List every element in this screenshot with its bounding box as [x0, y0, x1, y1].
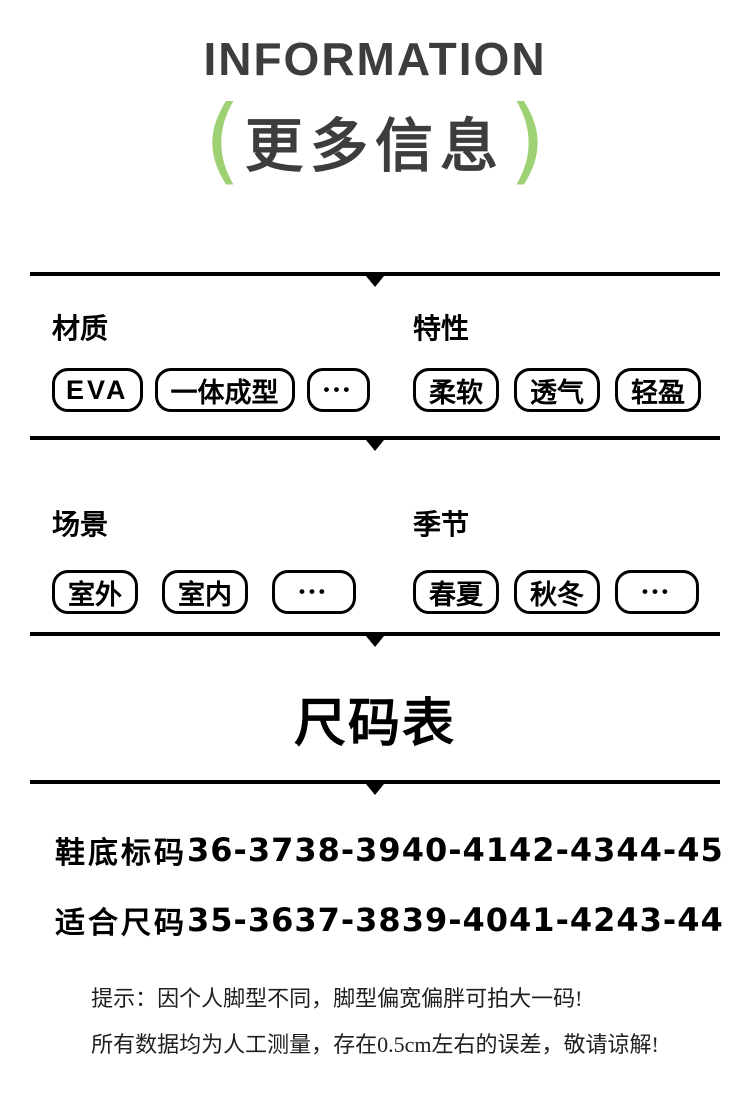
size-row-label: 适合尺码 [55, 907, 187, 940]
size-cell: 35-36 [187, 901, 295, 939]
season-pill: 春夏 [413, 570, 499, 614]
material-pills: EVA 一体成型 ••• [52, 368, 413, 412]
size-cell: 36-37 [187, 831, 295, 869]
season-label: 季节 [413, 509, 470, 540]
section-divider [30, 436, 720, 451]
feature-pill: 轻盈 [615, 368, 701, 412]
section-divider [30, 780, 720, 795]
size-cell: 38-39 [294, 831, 402, 869]
scene-column: 场景 室外 室内 ••• [52, 510, 413, 614]
page-title-cn-row: ( 更多信息 ) [0, 86, 750, 196]
season-pill: 秋冬 [514, 570, 600, 614]
section-divider [30, 272, 720, 287]
material-pill: EVA [52, 368, 143, 412]
more-dots-pill: ••• [306, 368, 371, 412]
season-pills: 春夏 秋冬 ••• [413, 570, 714, 614]
page-title-en: INFORMATION [203, 33, 547, 85]
down-arrow-icon [366, 636, 384, 647]
down-arrow-icon [366, 276, 384, 287]
size-cell: 42-43 [509, 831, 617, 869]
size-chart-title: 尺码表 [293, 695, 456, 753]
size-cell: 39-40 [401, 901, 510, 939]
size-cell: 44-45 [616, 831, 724, 869]
scene-pills: 室外 室内 ••• [52, 570, 413, 614]
feature-pill: 柔软 [413, 368, 499, 412]
down-arrow-icon [366, 440, 384, 451]
size-cell: 40-41 [401, 831, 510, 869]
size-cell: 43-44 [616, 901, 724, 939]
material-column: 材质 EVA 一体成型 ••• [52, 314, 413, 412]
more-dots-pill: ••• [615, 570, 699, 614]
section-scene-season: 场景 室外 室内 ••• 季节 春夏 秋冬 ••• [0, 510, 750, 614]
scene-pill: 室内 [162, 570, 248, 614]
season-column: 季节 春夏 秋冬 ••• [413, 510, 714, 614]
size-table-row-sole: 鞋底标码 36-37 38-39 40-41 42-43 44-45 [0, 828, 750, 872]
scene-pill: 室外 [52, 570, 138, 614]
right-paren-accent: ) [509, 86, 546, 195]
size-cell: 37-38 [294, 901, 402, 939]
left-paren-accent: ( [204, 86, 241, 195]
size-notes: 提示：因个人脚型不同，脚型偏宽偏胖可拍大一码! 所有数据均为人工测量，存在0.5… [91, 976, 659, 1068]
size-note-line: 所有数据均为人工测量，存在0.5cm左右的误差，敬请谅解! [91, 1032, 659, 1057]
features-pills: 柔软 透气 轻盈 [413, 368, 714, 412]
page-title-cn: 更多信息 [244, 114, 505, 179]
features-label: 特性 [413, 313, 470, 344]
size-table-row-fit: 适合尺码 35-36 37-38 39-40 41-42 43-44 [0, 898, 750, 942]
down-arrow-icon [366, 784, 384, 795]
size-row-label: 鞋底标码 [55, 837, 187, 870]
more-dots-pill: ••• [272, 570, 356, 614]
material-pill: 一体成型 [154, 368, 295, 412]
scene-label: 场景 [52, 509, 109, 540]
size-note-line: 提示：因个人脚型不同，脚型偏宽偏胖可拍大一码! [91, 986, 583, 1011]
section-material-features: 材质 EVA 一体成型 ••• 特性 柔软 透气 轻盈 [0, 314, 750, 412]
material-label: 材质 [52, 313, 109, 344]
feature-pill: 透气 [514, 368, 600, 412]
features-column: 特性 柔软 透气 轻盈 [413, 314, 714, 412]
section-divider [30, 632, 720, 647]
size-cell: 41-42 [509, 901, 617, 939]
